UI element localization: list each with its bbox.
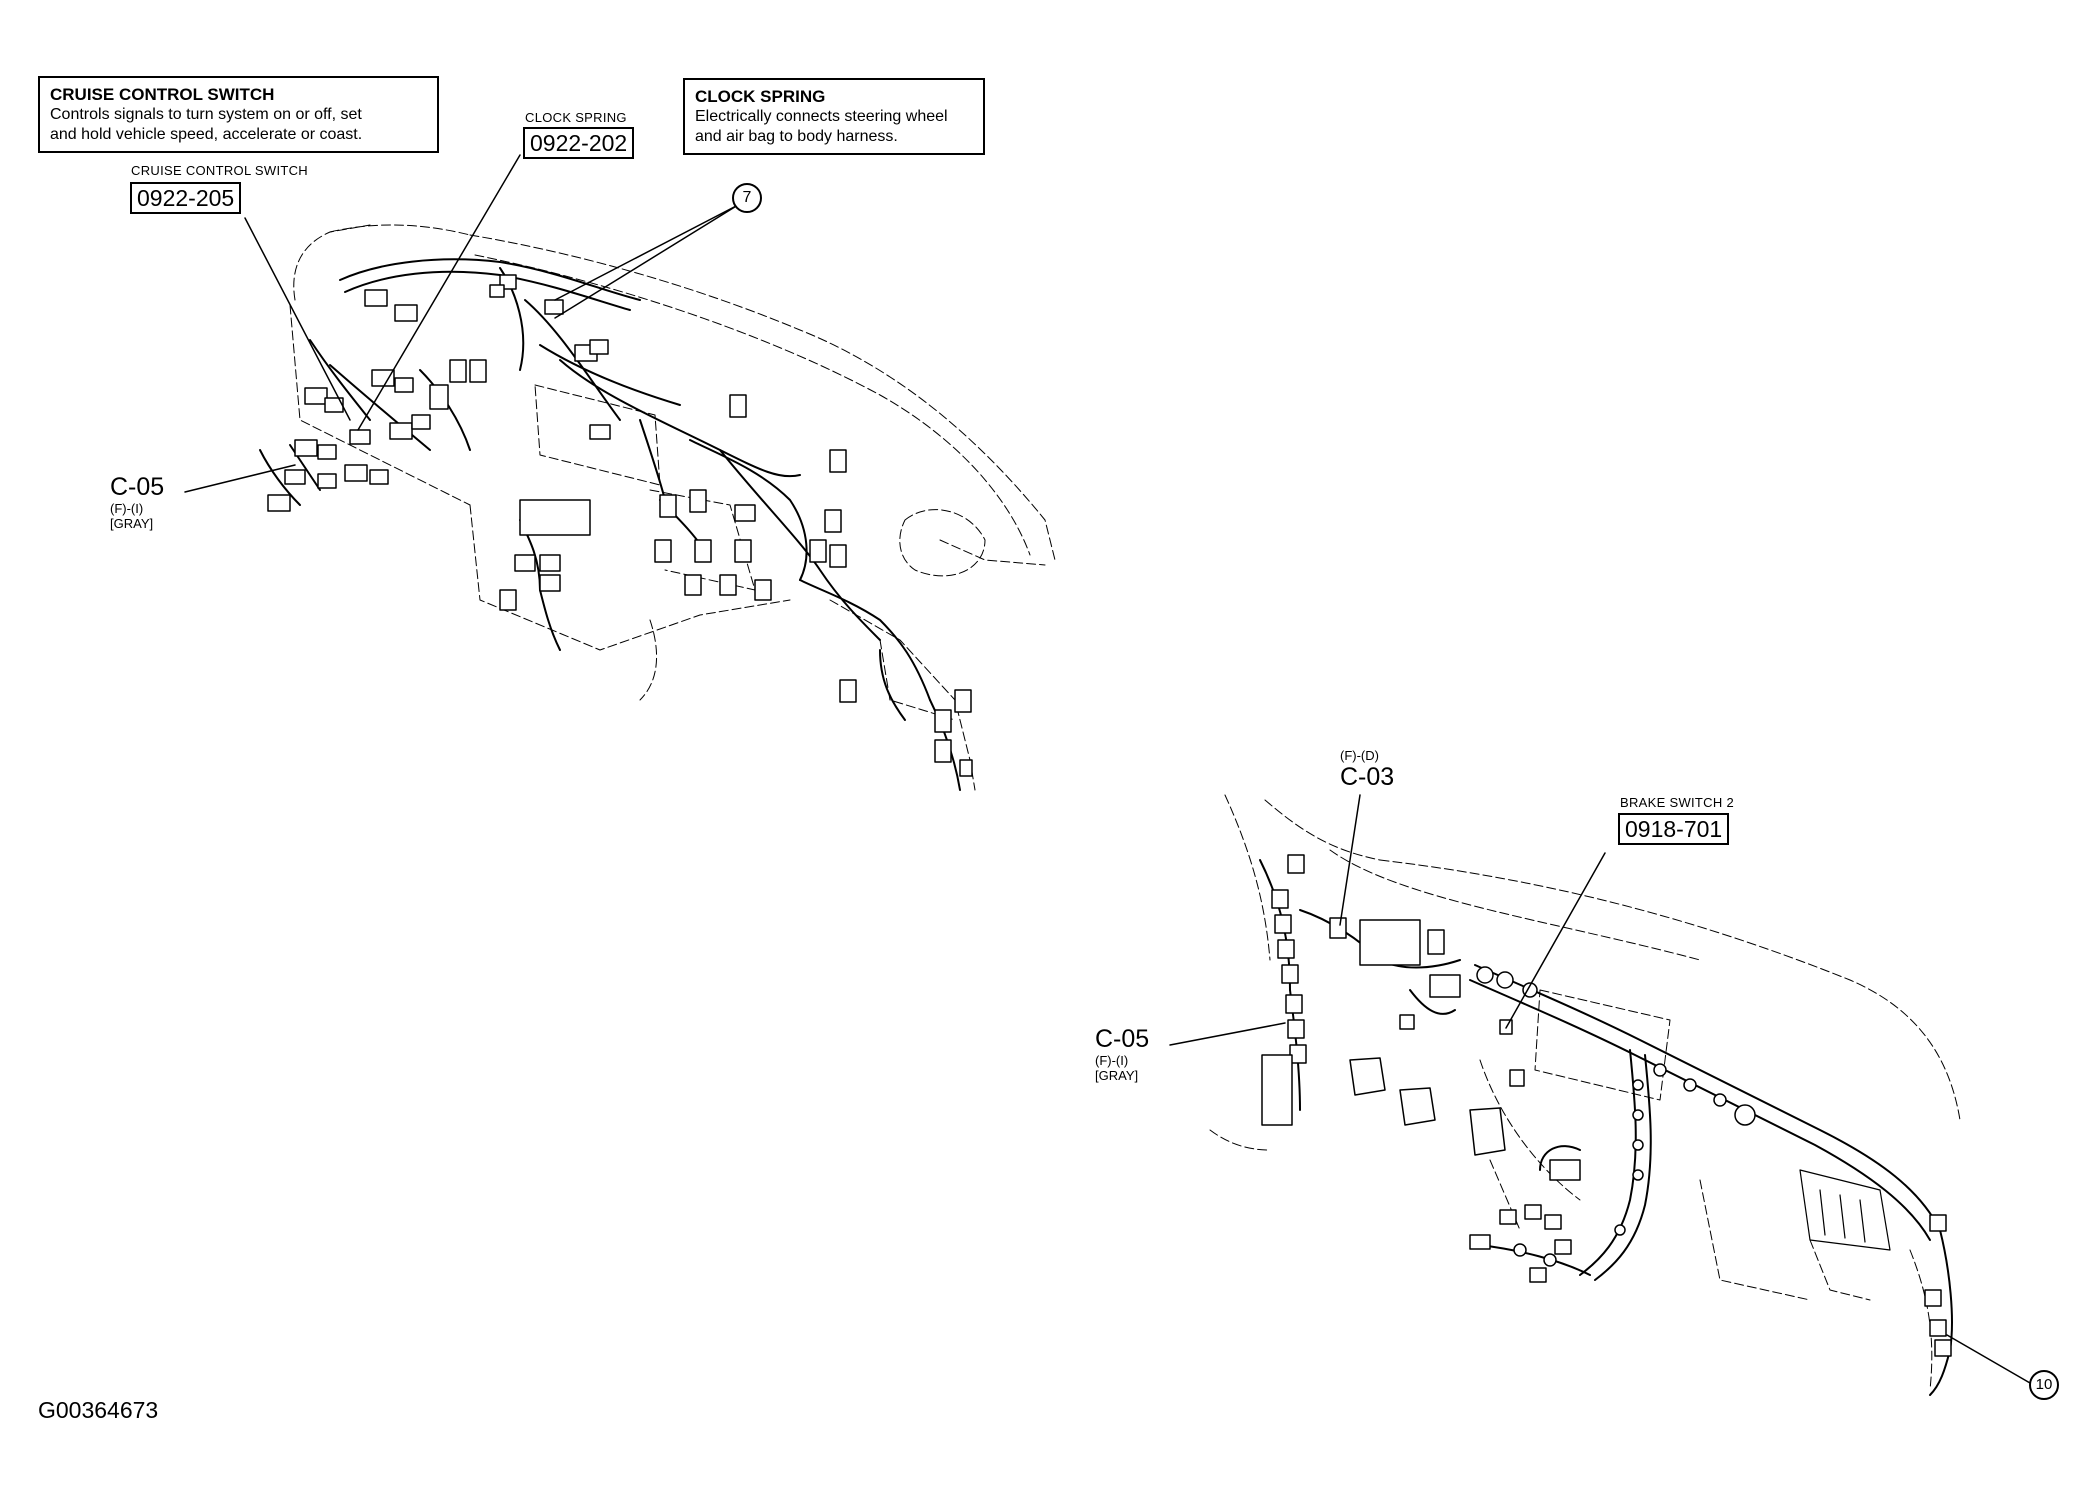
clock-spring-code: 0922-202 bbox=[523, 127, 635, 159]
c03-id: C-03 bbox=[1340, 763, 1395, 791]
callout-7: 7 bbox=[732, 183, 762, 213]
lower-dashboard-outline bbox=[1209, 794, 1961, 1391]
c05-lower-pin: (F)-(I) bbox=[1095, 1053, 1129, 1068]
c05-lower-id: C-05 bbox=[1095, 1025, 1150, 1053]
upper-harness bbox=[259, 258, 961, 791]
c05-upper-color: [GRAY] bbox=[110, 516, 154, 531]
clock-info-title: CLOCK SPRING bbox=[695, 87, 826, 106]
cruise-switch-name: CRUISE CONTROL SWITCH bbox=[131, 163, 308, 178]
clock-spring-info-box: CLOCK SPRING Electrically connects steer… bbox=[683, 78, 985, 155]
connector-c05-lower: C-05 (F)-(I) [GRAY] bbox=[1095, 1025, 1149, 1083]
brake-switch-name: BRAKE SWITCH 2 bbox=[1620, 795, 1734, 810]
cruise-info-desc-line1: Controls signals to turn system on or of… bbox=[50, 106, 362, 123]
c05-upper-pin: (F)-(I) bbox=[110, 501, 144, 516]
hvac-unit bbox=[1799, 1169, 1891, 1251]
connector-c03: (F)-(D) C-03 bbox=[1340, 748, 1394, 791]
clock-info-desc-line1: Electrically connects steering wheel bbox=[695, 108, 948, 125]
cruise-info-desc-line2: and hold vehicle speed, accelerate or co… bbox=[50, 126, 363, 143]
leader-lines bbox=[184, 154, 2031, 1384]
connector-c05-upper: C-05 (F)-(I) [GRAY] bbox=[110, 473, 164, 531]
lower-connectors bbox=[1261, 854, 1952, 1357]
lower-grommets bbox=[1476, 966, 1756, 1267]
c05-upper-id: C-05 bbox=[110, 473, 165, 501]
callout-10: 10 bbox=[2029, 1370, 2059, 1400]
figure-id: G00364673 bbox=[38, 1397, 159, 1423]
c03-pin: (F)-(D) bbox=[1340, 748, 1379, 763]
clock-info-desc-line2: and air bag to body harness. bbox=[695, 128, 898, 145]
cruise-info-title: CRUISE CONTROL SWITCH bbox=[50, 85, 275, 104]
c05-lower-color: [GRAY] bbox=[1095, 1068, 1139, 1083]
clock-spring-name: CLOCK SPRING bbox=[525, 110, 627, 125]
cruise-switch-code: 0922-205 bbox=[130, 182, 242, 214]
brake-switch-code: 0918-701 bbox=[1618, 813, 1730, 845]
cruise-control-info-box: CRUISE CONTROL SWITCH Controls signals t… bbox=[38, 76, 439, 153]
pedals bbox=[1349, 1057, 1506, 1156]
upper-connectors bbox=[267, 274, 973, 777]
